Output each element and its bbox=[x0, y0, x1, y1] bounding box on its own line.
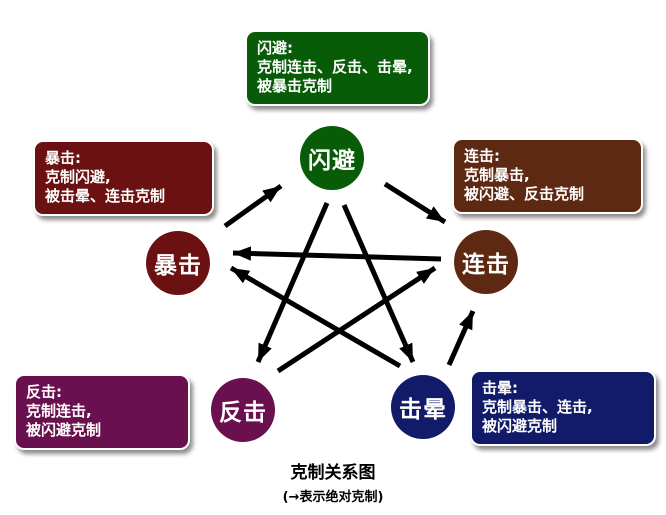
infobox-line: 克制闪避, bbox=[45, 168, 111, 186]
infobox-jiyun: 击晕: 克制暴击、连击, 被闪避克制 bbox=[470, 370, 656, 446]
infobox-line: 被闪避克制 bbox=[26, 421, 102, 439]
infobox-title: 连击: bbox=[464, 147, 500, 165]
node-label: 连击 bbox=[462, 252, 510, 278]
arrow-fanji-lianji bbox=[276, 265, 437, 374]
node-jiyun: 击晕 bbox=[391, 375, 455, 439]
node-baoji: 暴击 bbox=[146, 231, 210, 295]
node-label: 闪避 bbox=[308, 148, 356, 174]
arrow-jiyun-baoji bbox=[229, 265, 402, 369]
node-fanji: 反击 bbox=[211, 378, 275, 442]
infobox-line: 被击晕、连击克制 bbox=[45, 187, 166, 205]
infobox-shanbi: 闪避: 克制连击、反击、击晕, 被暴击克制 bbox=[245, 30, 430, 106]
arrow-shanbi-jiyun bbox=[341, 203, 416, 364]
infobox-line: 被暴击克制 bbox=[257, 77, 333, 95]
caption-legend: (→表示绝对克制) bbox=[282, 490, 384, 505]
infobox-line: 克制连击, bbox=[26, 402, 92, 420]
infobox-title: 反击: bbox=[26, 383, 62, 401]
infobox-fanji: 反击: 克制连击, 被闪避克制 bbox=[14, 374, 190, 450]
caption: 克制关系图 (→表示绝对克制) bbox=[0, 458, 666, 505]
infobox-line: 克制连击、反击、击晕, bbox=[257, 58, 413, 76]
infobox-line: 克制暴击、连击, bbox=[482, 398, 593, 416]
arrow-shanbi-lianji bbox=[383, 181, 447, 225]
caption-title: 克制关系图 bbox=[290, 463, 376, 483]
node-label: 反击 bbox=[219, 400, 267, 426]
infobox-line: 被闪避克制 bbox=[482, 417, 558, 435]
arrow-baoji-shanbi bbox=[223, 183, 283, 229]
infobox-title: 暴击: bbox=[45, 149, 81, 167]
node-label: 暴击 bbox=[154, 253, 202, 279]
infobox-line: 被闪避、反击克制 bbox=[464, 185, 585, 203]
node-lianji: 连击 bbox=[454, 230, 518, 294]
infobox-baoji: 暴击: 克制闪避, 被击晕、连击克制 bbox=[33, 140, 214, 216]
infobox-title: 闪避: bbox=[257, 39, 293, 57]
infobox-title: 击晕: bbox=[482, 379, 518, 397]
arrow-jiyun-lianji bbox=[446, 309, 476, 367]
infobox-lianji: 连击: 克制暴击, 被闪避、反击克制 bbox=[452, 138, 643, 214]
node-label: 击晕 bbox=[399, 397, 447, 423]
node-shanbi: 闪避 bbox=[300, 126, 364, 190]
infobox-line: 克制暴击, bbox=[464, 166, 530, 184]
arrow-shanbi-fanji bbox=[255, 202, 330, 363]
arrow-lianji-baoji bbox=[232, 246, 442, 262]
